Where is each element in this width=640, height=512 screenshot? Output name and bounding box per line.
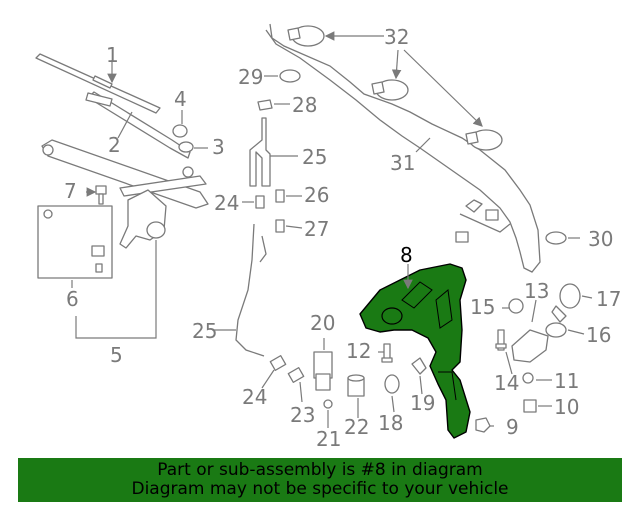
connector-24b bbox=[269, 355, 287, 371]
callout-11: 11 bbox=[554, 369, 579, 393]
callout-7: 7 bbox=[64, 179, 77, 203]
connector-23 bbox=[287, 367, 305, 383]
grommet-32b bbox=[371, 79, 409, 101]
level-sensor-18 bbox=[384, 374, 400, 394]
washer-reservoir bbox=[359, 263, 471, 439]
washer-pump bbox=[313, 351, 333, 391]
grommet-32c bbox=[465, 129, 503, 151]
info-banner: Part or sub-assembly is #8 in diagram Di… bbox=[18, 458, 622, 502]
callout-5: 5 bbox=[110, 343, 123, 367]
pump-grommet-9 bbox=[475, 417, 491, 433]
seal-16 bbox=[545, 322, 567, 338]
callout-3: 3 bbox=[212, 135, 225, 159]
callout-15: 15 bbox=[470, 295, 495, 319]
callout-19: 19 bbox=[410, 391, 435, 415]
callout-28: 28 bbox=[292, 93, 317, 117]
bracket-6 bbox=[37, 205, 113, 279]
grommet-32a bbox=[287, 25, 325, 47]
bolt-7 bbox=[95, 185, 107, 205]
connector-27 bbox=[275, 219, 285, 233]
callout-9: 9 bbox=[506, 415, 519, 439]
bolt-12 bbox=[381, 343, 393, 363]
wiper-arm bbox=[85, 91, 191, 159]
callout-18: 18 bbox=[378, 411, 403, 435]
leader-lines bbox=[71, 31, 593, 428]
callout-23: 23 bbox=[290, 403, 315, 427]
clip-10 bbox=[523, 399, 537, 413]
bolt-14 bbox=[495, 329, 507, 351]
washer-cap-3 bbox=[178, 141, 194, 153]
callout-16: 16 bbox=[586, 323, 611, 347]
callout-21: 21 bbox=[316, 427, 341, 451]
parts-diagram: 1 2 3 4 5 6 7 8 9 10 11 12 13 14 15 16 1… bbox=[35, 23, 621, 451]
clip-11 bbox=[522, 372, 534, 384]
callout-labels: 1 2 3 4 5 6 7 8 9 10 11 12 13 14 15 16 1… bbox=[64, 25, 621, 451]
wiper-blade bbox=[35, 53, 161, 114]
callout-25b: 25 bbox=[302, 145, 327, 169]
cap-nut-4 bbox=[172, 124, 188, 138]
clip-19 bbox=[411, 357, 427, 375]
callout-17: 17 bbox=[596, 287, 621, 311]
callout-25a: 25 bbox=[192, 319, 217, 343]
callout-2: 2 bbox=[108, 133, 121, 157]
callout-24b: 24 bbox=[214, 191, 239, 215]
nozzle-28 bbox=[257, 99, 273, 111]
grommet-30 bbox=[545, 231, 567, 245]
callout-4: 4 bbox=[174, 87, 187, 111]
wiper-linkage bbox=[41, 139, 209, 249]
callout-8: 8 bbox=[400, 243, 413, 267]
callout-26: 26 bbox=[304, 183, 329, 207]
filler-neck-13 bbox=[511, 329, 549, 363]
callout-1: 1 bbox=[106, 43, 119, 67]
callout-32: 32 bbox=[384, 25, 409, 49]
callout-31: 31 bbox=[390, 151, 415, 175]
seal-15 bbox=[508, 298, 524, 314]
connector-24 bbox=[255, 195, 265, 209]
banner-line-2: Diagram may not be specific to your vehi… bbox=[131, 479, 509, 499]
grommet-29 bbox=[279, 69, 301, 83]
callout-24a: 24 bbox=[242, 385, 267, 409]
callout-27: 27 bbox=[304, 217, 329, 241]
callout-10: 10 bbox=[554, 395, 579, 419]
callout-20: 20 bbox=[310, 311, 335, 335]
filter-22 bbox=[347, 374, 365, 397]
banner-line-1: Part or sub-assembly is #8 in diagram bbox=[157, 460, 483, 480]
grommet-21 bbox=[323, 399, 333, 409]
callout-6: 6 bbox=[66, 287, 79, 311]
t-connector-25 bbox=[249, 117, 271, 187]
filler-cap-17 bbox=[551, 283, 581, 323]
wiring-harness bbox=[265, 23, 541, 273]
callout-12: 12 bbox=[346, 339, 371, 363]
callout-30: 30 bbox=[588, 227, 613, 251]
callout-22: 22 bbox=[344, 415, 369, 439]
washer-hose bbox=[235, 223, 267, 357]
callout-13: 13 bbox=[524, 279, 549, 303]
check-valve-26 bbox=[275, 189, 285, 203]
callout-29: 29 bbox=[238, 65, 263, 89]
callout-14: 14 bbox=[494, 371, 519, 395]
